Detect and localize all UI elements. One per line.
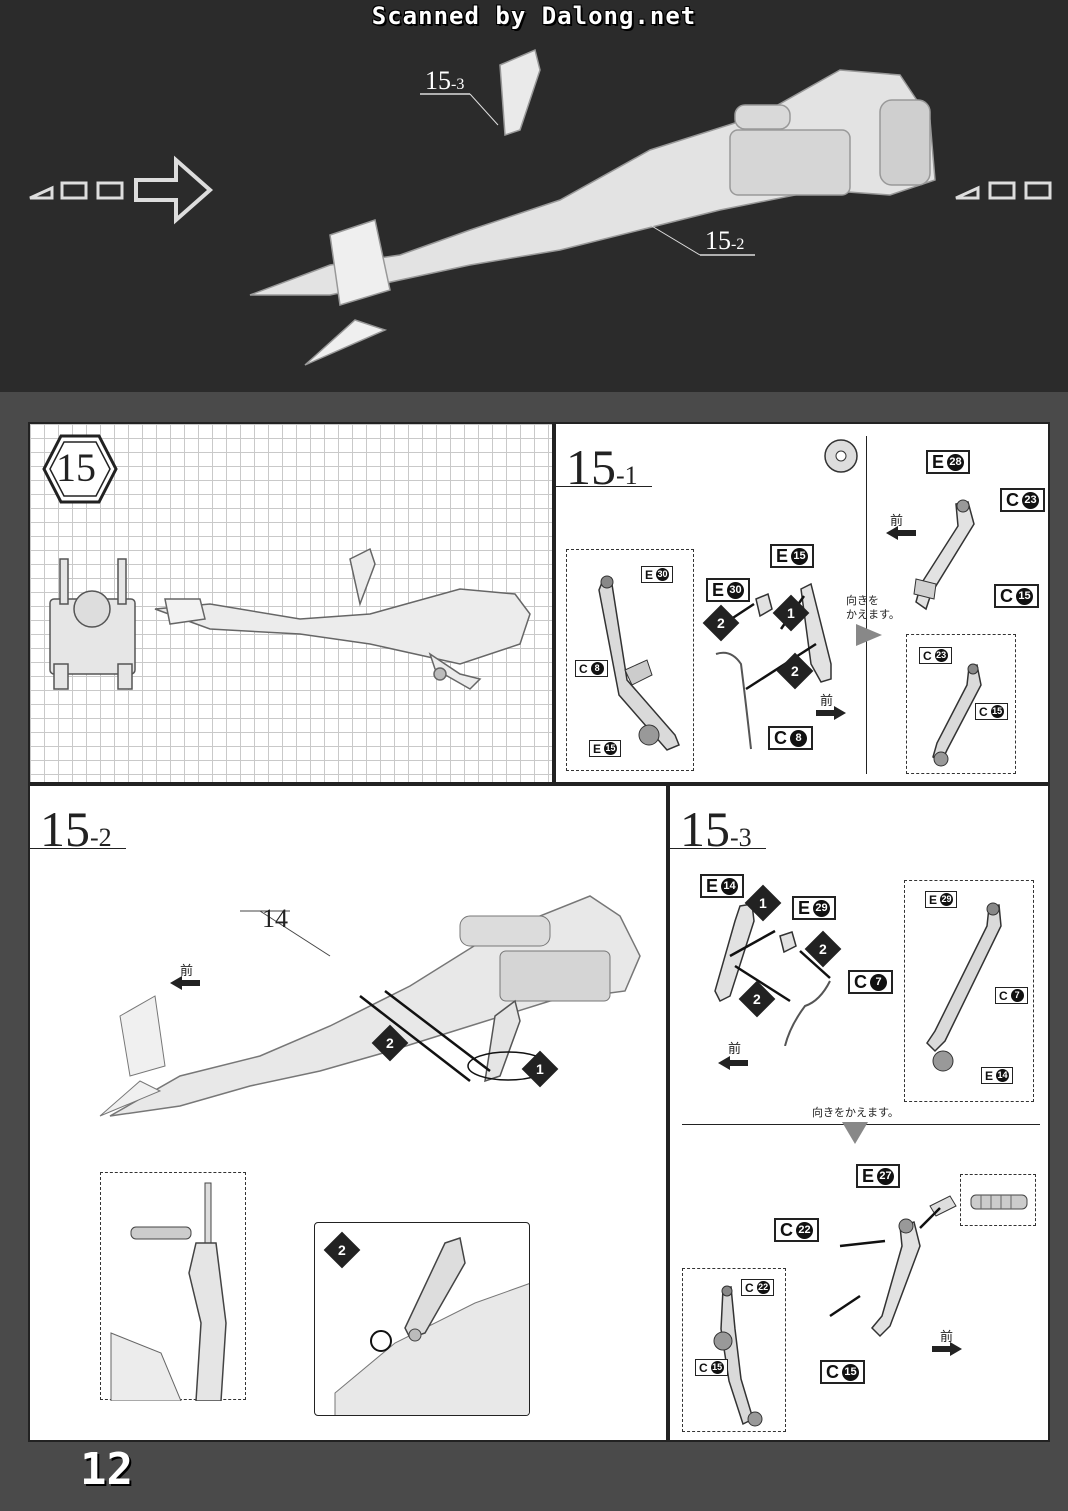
step-title: 15-3 [680, 801, 752, 857]
part-view-circle [824, 439, 858, 473]
scanner-watermark: Scanned by Dalong.net [371, 2, 697, 30]
sequence-arrow-left [29, 155, 214, 225]
right-assembly-drawing [913, 499, 975, 611]
front-label-a: 前 [728, 1041, 742, 1056]
step-title: 15-2 [40, 801, 112, 857]
title-underline [670, 848, 766, 849]
side-view [154, 547, 531, 690]
page-number: 12 [80, 1444, 133, 1495]
step-15-reference-views [49, 547, 531, 690]
turn-around-note: 向きをかえます。 [812, 1107, 899, 1119]
overview-illustration [29, 48, 1052, 366]
front-arrow-icon [816, 706, 846, 720]
front-label-a: 前 [820, 693, 834, 708]
part-view-box [960, 1174, 1036, 1226]
turn-triangle-icon [842, 1122, 868, 1144]
turn-around-note: 向きを かえます。 [846, 595, 900, 622]
inset-detail-dashed [100, 1172, 246, 1401]
speeder-bike-overview [249, 48, 936, 366]
upper-assembly-drawing [714, 903, 831, 1046]
inset-detail-solid: 2 [314, 1222, 530, 1416]
callout-15-3: 15-3 [425, 66, 465, 95]
front-arrow-icon [718, 1056, 748, 1070]
front-arrow-icon [932, 1342, 962, 1356]
step-title: 15-1 [566, 439, 638, 495]
sequence-arrow-right [955, 181, 1052, 200]
callout-15-2: 15-2 [705, 226, 745, 255]
lower-assembly-drawing [829, 1195, 957, 1338]
callout-14: 14 [262, 904, 288, 933]
turn-triangle-icon [856, 624, 882, 646]
step-number: 15 [56, 445, 96, 490]
front-label-b: 前 [890, 513, 904, 528]
sub-step-divider [866, 436, 867, 774]
title-underline [556, 486, 652, 487]
front-arrow-icon [170, 976, 200, 990]
step-15-2-panel: 15-2 14 前 2 1 2 [28, 784, 668, 1442]
front-arrow-icon [886, 526, 916, 540]
front-view [49, 558, 136, 690]
step-number-hexagon [42, 434, 118, 504]
title-underline [30, 848, 126, 849]
speeder-assembly-drawing [99, 895, 641, 1117]
front-label-b: 前 [940, 1329, 954, 1344]
step-15-panel: 15 [28, 422, 554, 784]
front-label: 前 [180, 963, 194, 978]
